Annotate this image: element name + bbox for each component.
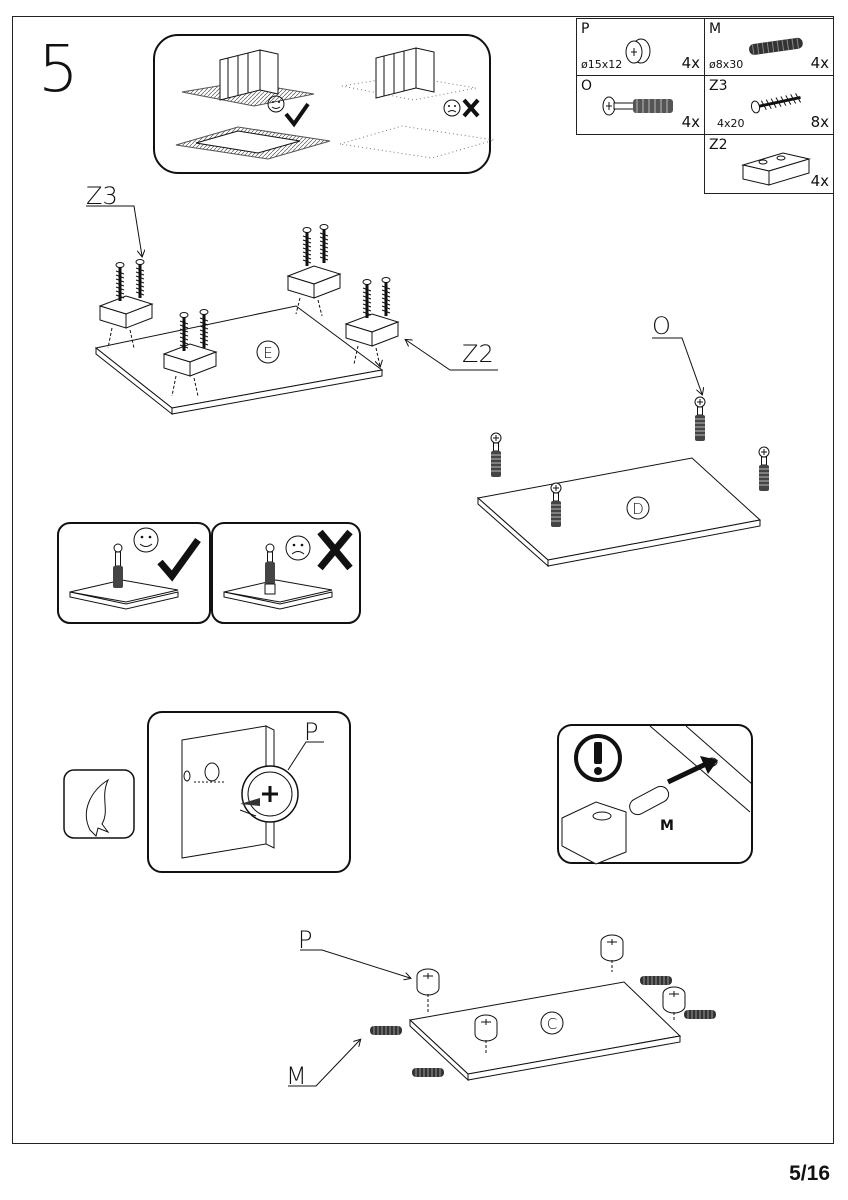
p-bottom-label: P — [298, 926, 312, 954]
glue-icon — [63, 769, 135, 839]
part-code: P — [581, 21, 590, 37]
part-code: Z2 — [709, 137, 728, 153]
cam-lock-icon — [625, 38, 651, 64]
part-code: M — [709, 21, 722, 37]
p-detail-leader — [287, 741, 324, 771]
sad-face-icon — [285, 535, 311, 561]
step-number: 5 — [38, 33, 79, 107]
part-cell-m: M ø8x30 4x — [704, 18, 834, 76]
part-code: Z3 — [709, 78, 728, 94]
exclamation-icon — [574, 734, 622, 782]
panel-c-assembly — [369, 934, 717, 1082]
part-qty: 4x — [810, 54, 829, 72]
corner-block-icon — [741, 152, 811, 186]
bolt-depth-wrong-panel — [211, 522, 361, 624]
panel-e-assembly — [94, 223, 399, 416]
panel-d-assembly — [476, 396, 770, 568]
sad-face-icon — [443, 99, 461, 117]
cam-bolt-icon — [602, 96, 673, 116]
m-detail-label: M — [660, 818, 674, 834]
page-number: 5/16 — [789, 1162, 830, 1185]
panel-d-label: D — [632, 500, 644, 518]
part-code: O — [581, 78, 593, 94]
bolt-depth-correct-panel — [57, 522, 211, 624]
z3-leader — [86, 205, 142, 256]
check-icon — [157, 537, 201, 582]
part-qty: 8x — [810, 113, 829, 131]
o-label: O — [652, 312, 671, 340]
panel-e-label: E — [263, 344, 272, 362]
z2-label: Z2 — [462, 340, 494, 368]
part-cell-o: O 4x — [576, 75, 705, 135]
panel-c-label: C — [547, 1015, 557, 1033]
cam-lock-detail-panel — [147, 711, 351, 873]
dowel-icon — [749, 37, 803, 56]
part-size: ø8x30 — [709, 58, 744, 71]
floor-protection-panel — [153, 34, 495, 174]
cross-icon — [317, 529, 353, 571]
smiley-icon — [267, 95, 285, 113]
z3-label: Z3 — [86, 182, 118, 210]
smiley-icon — [133, 527, 159, 553]
p-detail-label: P — [304, 718, 318, 746]
z2-leader — [406, 340, 498, 371]
page-frame — [12, 16, 834, 1144]
cross-icon — [462, 98, 480, 118]
m-bottom-leader — [288, 1040, 360, 1087]
part-cell-z2: Z2 4x — [704, 134, 834, 194]
part-qty: 4x — [810, 172, 829, 190]
o-leader — [652, 337, 702, 394]
check-icon — [284, 102, 310, 128]
part-size: 4x20 — [717, 117, 745, 130]
part-qty: 4x — [681, 54, 700, 72]
screw-icon — [750, 93, 802, 114]
m-bottom-label: M — [286, 1062, 307, 1090]
part-qty: 4x — [681, 113, 700, 131]
part-size: ø15x12 — [581, 58, 623, 71]
p-bottom-leader — [300, 949, 410, 978]
part-cell-p: P ø15x12 4x — [576, 18, 705, 76]
